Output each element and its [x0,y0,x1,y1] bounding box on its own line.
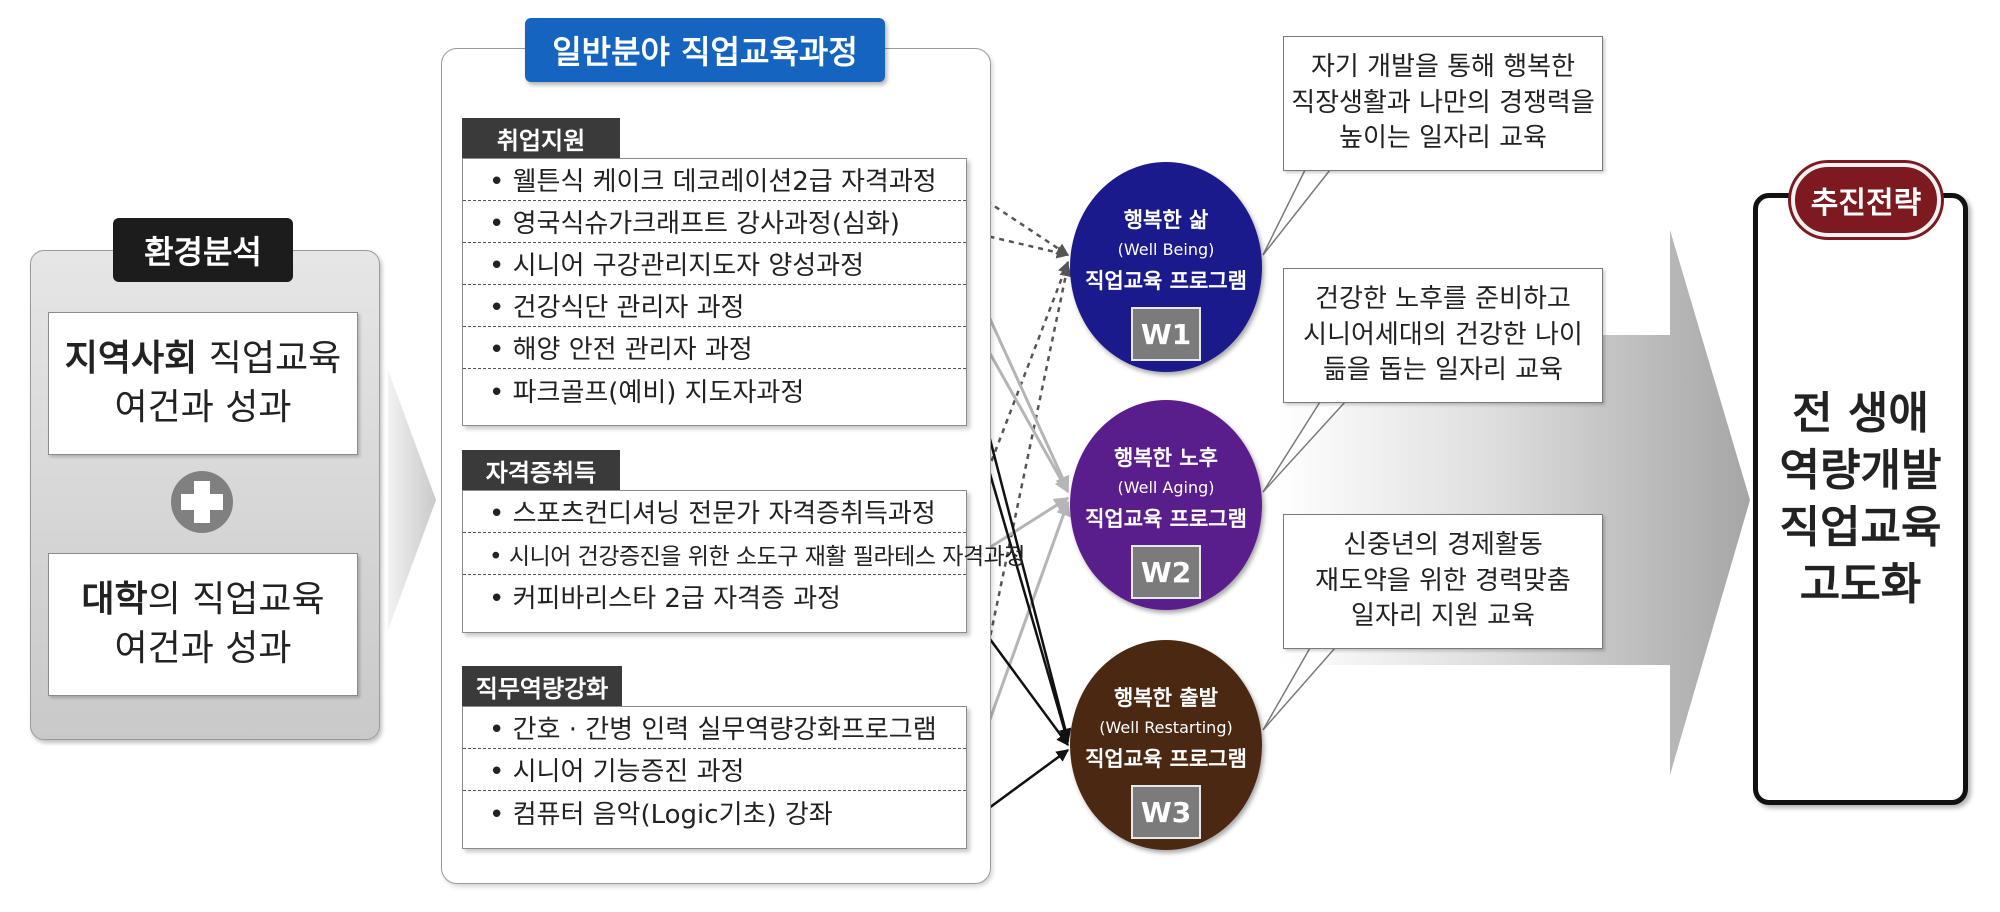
callout-line: 자기 개발을 통해 행복한 [1311,52,1575,83]
env-box1-bold: 지역사회 [64,337,198,379]
certification-list: • 스포츠컨디셔닝 전문가 자격증취득과정 • 시니어 건강증진을 위한 소도구… [462,490,1025,633]
program-w1-code: W1 [1131,307,1201,361]
employment-list: • 웰튼식 케이크 데코레이션2급 자격과정 • 영국식슈가크래프트 강사과정(… [462,158,967,426]
section-tag-job-competency: 직무역량강화 [462,666,622,706]
env-box-university: 대학의 직업교육 여건과 성과 [48,553,358,696]
program-well-restarting: 행복한 출발 (Well Restarting) 직업교육 프로그램 W3 [1070,640,1262,850]
plus-icon-bar-v [194,481,210,523]
list-item: • 커피바리스타 2급 자격증 과정 [489,583,841,614]
callout-line: 신중년의 경제활동 [1343,530,1543,561]
strategy-line: 직업교육 [1779,502,1942,553]
list-item: • 파크골프(예비) 지도자과정 [489,377,805,408]
program-well-aging: 행복한 노후 (Well Aging) 직업교육 프로그램 W2 [1070,400,1262,610]
list-item: • 스포츠컨디셔닝 전문가 자격증취득과정 [463,491,966,533]
strategy-box: 전 생애 역량개발 직업교육 고도화 [1753,193,1968,805]
program-w1-english: (Well Being) [1117,240,1215,259]
list-item: • 영국식슈가크래프트 강사과정(심화) [463,201,966,243]
list-item: • 간호 · 간병 인력 실무역량강화프로그램 [463,707,966,749]
callout-line: 건강한 노후를 준비하고 [1315,284,1571,315]
list-item: • 컴퓨터 음악(Logic기초) 강좌 [489,799,833,830]
section-tag-certification: 자격증취득 [462,450,620,490]
callout-line: 일자리 지원 교육 [1351,601,1535,632]
program-w2-code: W2 [1131,545,1201,599]
program-w3-name: 행복한 출발 [1114,686,1218,710]
general-program-title: 일반분야 직업교육과정 [525,18,885,82]
program-w1-name: 행복한 삶 [1123,208,1209,232]
program-well-being: 행복한 삶 (Well Being) 직업교육 프로그램 W1 [1070,162,1262,372]
program-w3-english: (Well Restarting) [1099,718,1233,737]
callout-well-restarting: 신중년의 경제활동 재도약을 위한 경력맞춤 일자리 지원 교육 [1283,514,1603,649]
section-tag-employment: 취업지원 [462,118,620,158]
flow-chevron [388,370,436,630]
program-w2-label: 직업교육 프로그램 [1085,507,1247,531]
program-w3-code: W3 [1131,785,1201,839]
job-competency-list: • 간호 · 간병 인력 실무역량강화프로그램 • 시니어 기능증진 과정 • … [462,706,967,849]
strategy-line: 역량개발 [1779,444,1942,496]
list-item: • 시니어 기능증진 과정 [463,749,966,791]
program-w2-name: 행복한 노후 [1114,446,1218,470]
env-box2-rest: 의 직업교육 [147,578,325,620]
list-item: • 시니어 건강증진을 위한 소도구 재활 필라테스 자격과정 [463,533,1025,575]
list-item: • 건강식단 관리자 과정 [463,285,966,327]
env-box1-line2: 여건과 성과 [114,386,292,428]
list-item: • 해양 안전 관리자 과정 [463,327,966,369]
callout-well-aging: 건강한 노후를 준비하고 시니어세대의 건강한 나이 듦을 돕는 일자리 교육 [1283,268,1603,403]
env-box1-rest: 직업교육 [197,337,342,379]
callout-line: 높이는 일자리 교육 [1339,123,1547,154]
callout-line: 재도약을 위한 경력맞춤 [1315,565,1571,596]
callout-line: 직장생활과 나만의 경쟁력을 [1291,87,1595,118]
strategy-line: 고도화 [1799,559,1922,611]
strategy-line: 전 생애 [1792,387,1929,439]
program-w3-label: 직업교육 프로그램 [1085,747,1247,771]
list-item: • 시니어 구강관리지도자 양성과정 [463,243,966,285]
env-box-community: 지역사회 직업교육 여건과 성과 [48,312,358,455]
strategy-tag: 추진전략 [1791,163,1941,237]
env-box2-bold: 대학 [81,578,148,620]
program-w2-english: (Well Aging) [1117,478,1215,497]
callout-well-being: 자기 개발을 통해 행복한 직장생활과 나만의 경쟁력을 높이는 일자리 교육 [1283,36,1603,171]
callout-line: 시니어세대의 건강한 나이 [1303,319,1583,350]
callout-line: 듦을 돕는 일자리 교육 [1322,355,1564,386]
program-w1-label: 직업교육 프로그램 [1085,269,1247,293]
environment-title: 환경분석 [113,218,293,282]
env-box2-line2: 여건과 성과 [114,627,292,669]
list-item: • 웰튼식 케이크 데코레이션2급 자격과정 [463,159,966,201]
